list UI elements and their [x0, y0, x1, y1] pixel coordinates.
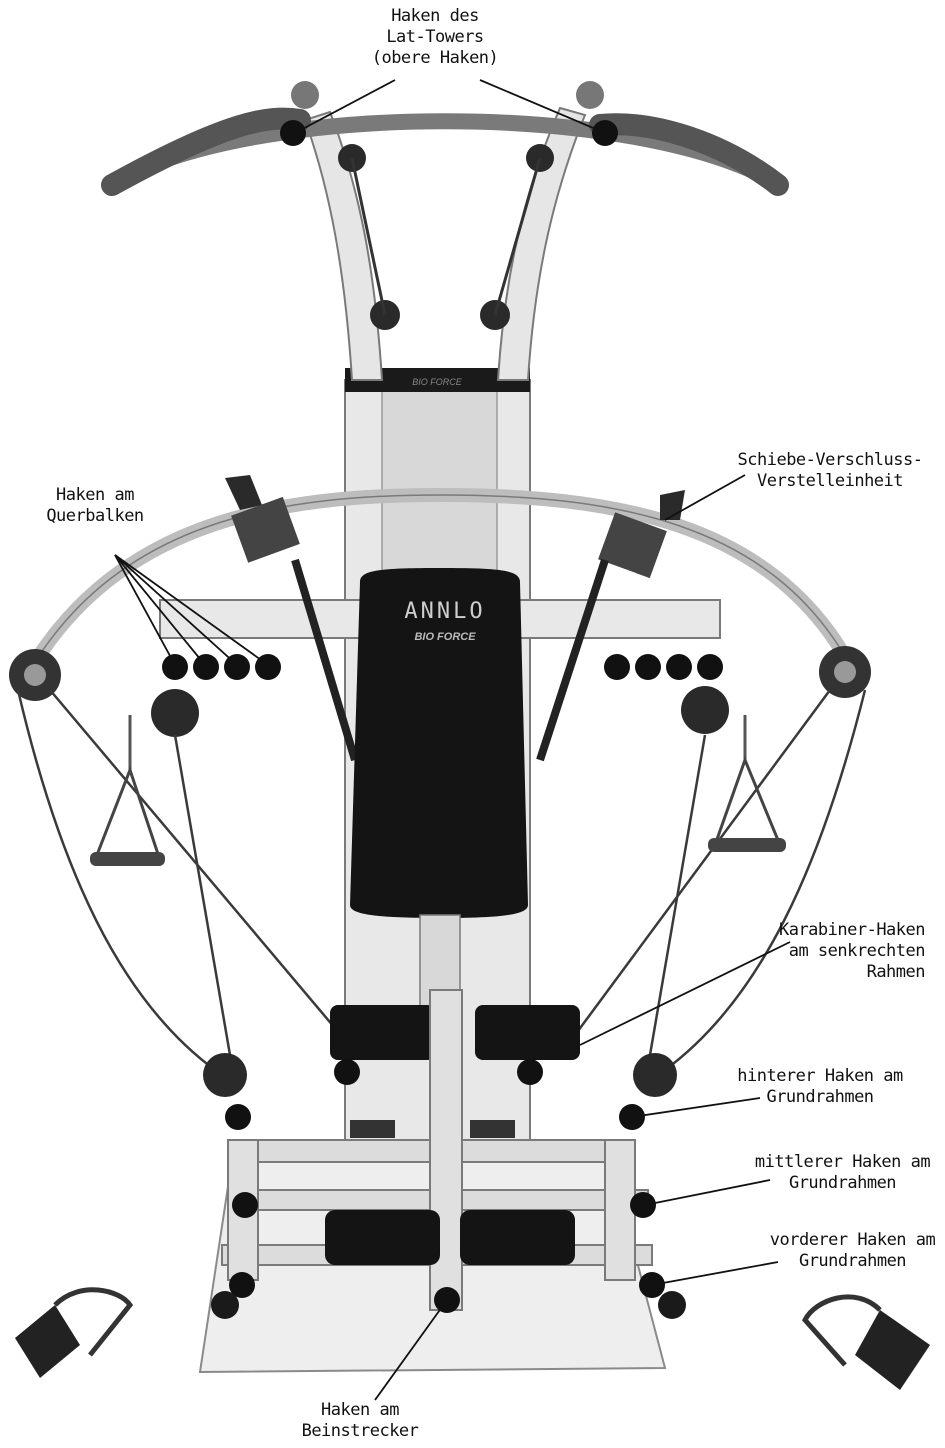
hook-marker-crossbar — [193, 654, 219, 680]
hook-markers — [162, 120, 723, 1313]
hook-marker-rear-base — [225, 1104, 251, 1130]
hook-marker-carabiner — [334, 1059, 360, 1085]
hook-marker-crossbar — [697, 654, 723, 680]
side-arc — [9, 487, 871, 737]
hook-marker-crossbar — [162, 654, 188, 680]
hook-marker-middle-base — [630, 1192, 656, 1218]
label-leg-extension-hook: Haken am Beinstrecker — [301, 1400, 419, 1441]
seat — [325, 914, 580, 1311]
label-lat-tower-hooks: Haken des Lat-Towers (obere Haken) — [371, 6, 499, 68]
lock-units — [225, 475, 685, 762]
hook-marker-front-base — [639, 1272, 665, 1298]
hook-marker-crossbar — [255, 654, 281, 680]
hook-marker-lat-right — [592, 120, 618, 146]
hook-marker-leg-extension — [434, 1287, 460, 1313]
hook-marker-rear-base — [619, 1104, 645, 1130]
handles — [90, 715, 786, 866]
hook-marker-crossbar — [224, 654, 250, 680]
cables — [16, 689, 867, 1072]
lat-tower — [101, 81, 789, 381]
label-rear-base-hooks: hinterer Haken am Grundrahmen — [737, 1066, 903, 1107]
ankle-straps — [15, 1287, 930, 1390]
brand-logo: ANNLO — [404, 599, 485, 624]
hook-marker-carabiner — [517, 1059, 543, 1085]
label-pulley-lock-unit: Schiebe-Verschluss- Verstelleinheit — [737, 450, 923, 491]
brand-sub-logo: BIO FORCE — [414, 631, 476, 643]
hook-marker-crossbar — [666, 654, 692, 680]
label-crossbar-hooks: Haken am Querbalken — [46, 485, 144, 526]
hook-marker-front-base — [229, 1272, 255, 1298]
label-carabiner-hooks: Karabiner-Haken am senkrechten Rahmen — [778, 920, 926, 982]
label-middle-base-hooks: mittlerer Haken am Grundrahmen — [754, 1152, 931, 1193]
hook-marker-crossbar — [635, 654, 661, 680]
backrest: ANNLO BIO FORCE — [350, 568, 528, 918]
floor-pulleys — [203, 1053, 686, 1319]
hook-marker-middle-base — [232, 1192, 258, 1218]
leader-lines — [114, 79, 791, 1401]
label-front-base-hooks: vorderer Haken am Grundrahmen — [769, 1230, 936, 1271]
hook-marker-crossbar — [604, 654, 630, 680]
tower-band-text: BIO FORCE — [412, 377, 463, 387]
hook-marker-lat-left — [280, 120, 306, 146]
